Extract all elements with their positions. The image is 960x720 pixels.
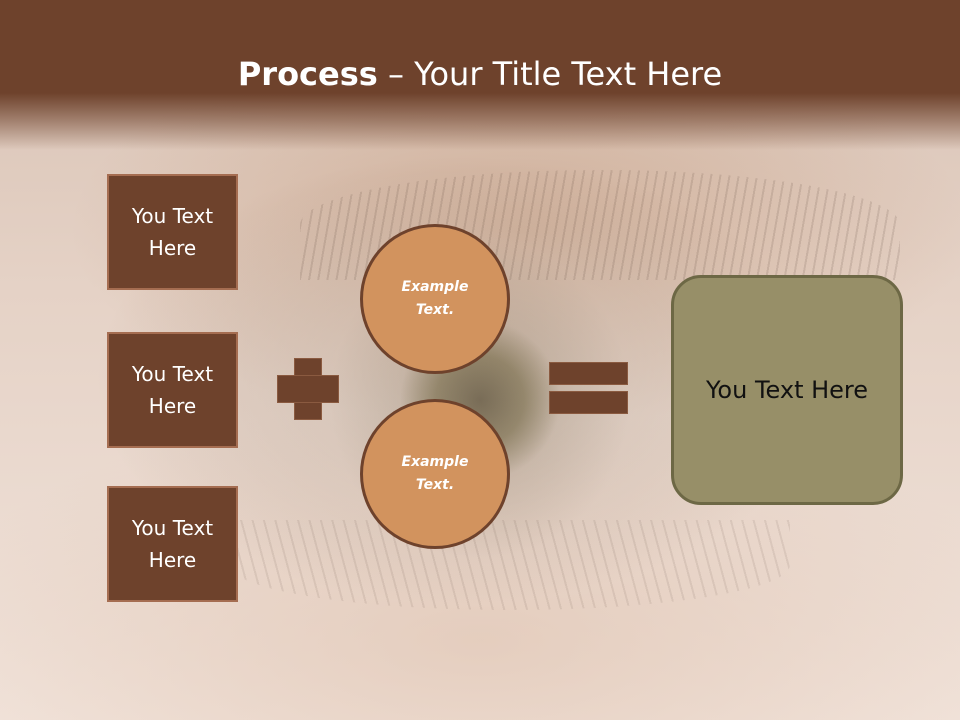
example-circle-2[interactable]: Example Text.	[360, 399, 510, 549]
lower-lashes-decoration	[230, 520, 790, 610]
equals-top-bar	[549, 362, 628, 385]
input-box-3[interactable]: You Text Here	[107, 486, 238, 602]
title-rest-part: – Your Title Text Here	[377, 55, 723, 93]
title-bold-part: Process	[237, 55, 378, 93]
slide-title[interactable]: Process – Your Title Text Here	[0, 54, 960, 94]
equals-bottom-bar	[549, 391, 628, 414]
input-box-1[interactable]: You Text Here	[107, 174, 238, 290]
input-box-2[interactable]: You Text Here	[107, 332, 238, 448]
plus-center	[295, 376, 321, 402]
result-box[interactable]: You Text Here	[671, 275, 903, 505]
title-bar: Process – Your Title Text Here	[0, 0, 960, 150]
example-circle-1[interactable]: Example Text.	[360, 224, 510, 374]
